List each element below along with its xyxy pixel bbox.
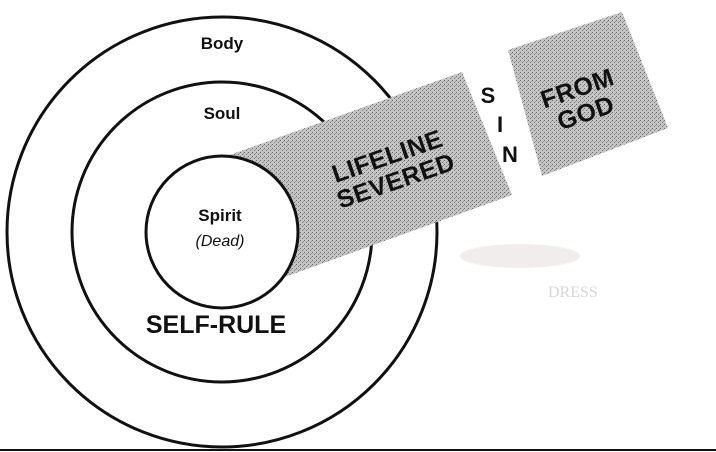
spirit-label: Spirit xyxy=(198,206,242,225)
spirit-circle xyxy=(144,154,300,310)
sin-letter-i: I xyxy=(497,112,503,137)
dead-label: (Dead) xyxy=(196,233,245,250)
sin-letter-s: S xyxy=(481,83,496,108)
soul-label: Soul xyxy=(204,104,241,123)
sin-letter-n: N xyxy=(502,142,518,167)
faint-background-text: DRESS xyxy=(548,284,598,301)
self-rule-label: SELF-RULE xyxy=(146,311,286,339)
from-god-band xyxy=(508,12,668,176)
body-label: Body xyxy=(201,34,244,53)
background-smudge xyxy=(460,244,580,268)
